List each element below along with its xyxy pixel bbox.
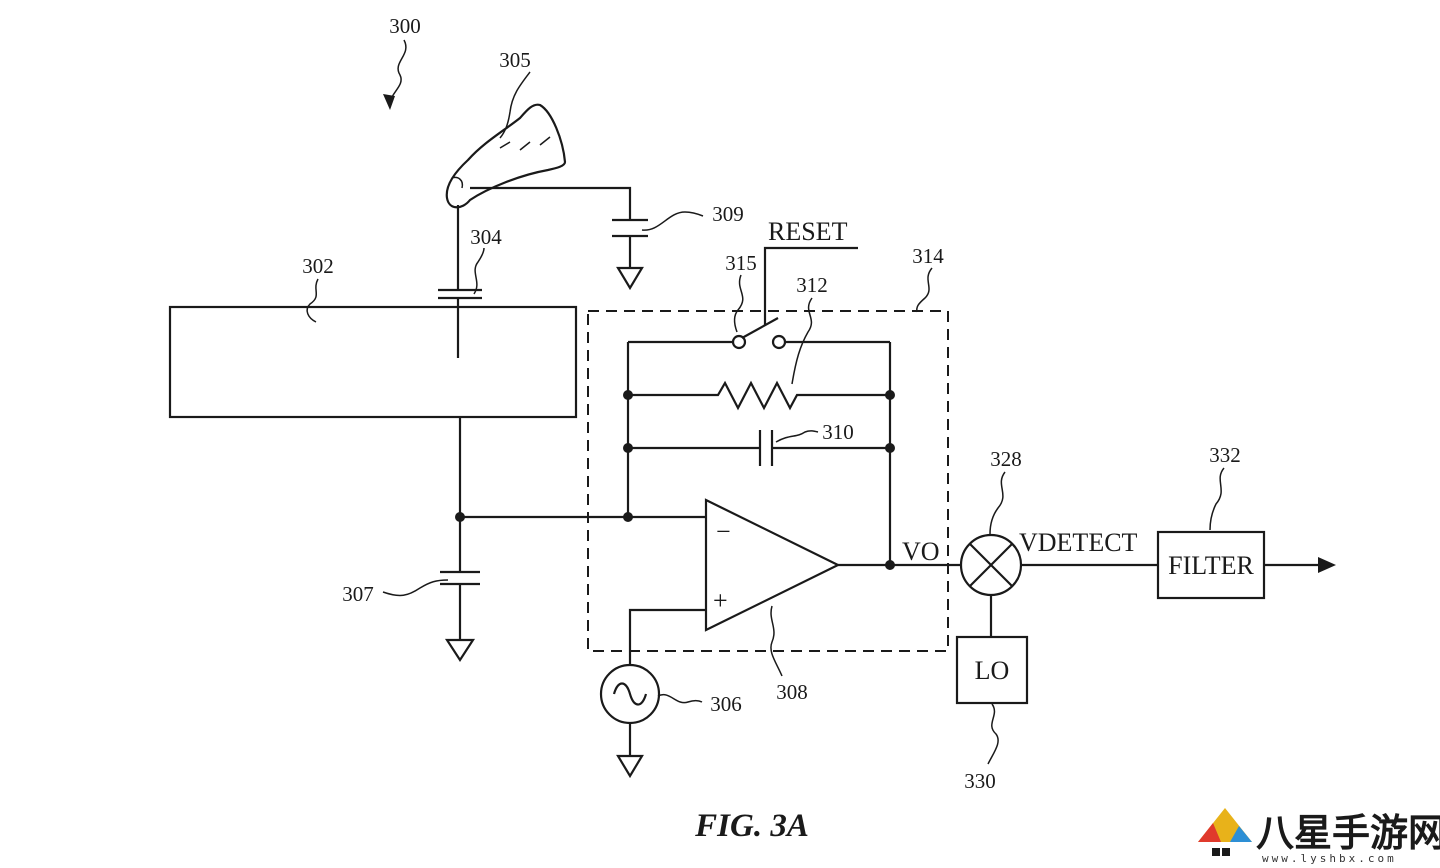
label-308: 308 [776, 680, 808, 704]
filter-block [1156, 530, 1266, 600]
leader-304 [473, 247, 485, 295]
leader-328 [989, 471, 1006, 535]
lo-block [955, 635, 1029, 705]
ground-306-icon [616, 754, 644, 779]
label-307: 307 [342, 582, 374, 606]
reset-signal-label: RESET [768, 217, 848, 246]
leader-315 [733, 274, 744, 333]
vdetect-signal-label: VDETECT [1019, 528, 1138, 557]
finger-ground-wire [470, 186, 632, 220]
leader-308 [770, 605, 783, 677]
vo-signal-label: VO [902, 537, 940, 566]
reset-control-line [763, 246, 858, 325]
opamp-symbol [704, 498, 841, 632]
filter-block-text: FILTER [1168, 551, 1254, 580]
leader-302 [306, 278, 319, 323]
label-306: 306 [710, 692, 742, 716]
system-arrowhead [383, 94, 395, 110]
opamp-plus: + [713, 586, 728, 615]
leader-305 [499, 71, 531, 139]
watermark-logo: 八星手游网 www.lyshbx.com [1198, 808, 1440, 865]
node-cap-left [623, 443, 633, 453]
ac-source-sine [612, 682, 648, 706]
reset-switch-blade [741, 317, 779, 339]
leader-310 [775, 430, 819, 443]
figure-caption: FIG. 3A [694, 808, 809, 844]
finger-icon [445, 103, 567, 209]
ground-307-icon [444, 638, 476, 663]
node-res-right [885, 390, 895, 400]
switch-contact-right [771, 334, 787, 350]
sense-block-boundary [587, 310, 949, 652]
ground-309-icon [616, 266, 644, 291]
label-302: 302 [302, 254, 334, 278]
node-fb-left [623, 512, 633, 522]
node-cap-right [885, 443, 895, 453]
mixer-cross-b [969, 543, 1013, 587]
leader-312 [791, 297, 813, 385]
label-305: 305 [499, 48, 531, 72]
label-309: 309 [712, 202, 744, 226]
opamp-plus-wire [628, 608, 706, 665]
label-304: 304 [470, 225, 502, 249]
leader-330 [987, 703, 999, 765]
label-330: 330 [964, 769, 996, 793]
output-arrowhead [1318, 557, 1336, 573]
sensor-panel-block [168, 305, 578, 419]
opamp-minus: − [716, 517, 731, 546]
label-314: 314 [912, 244, 944, 268]
node-output [885, 560, 895, 570]
switch-contact-left [731, 334, 747, 350]
label-315: 315 [725, 251, 757, 275]
label-332: 332 [1209, 443, 1241, 467]
lo-block-text: LO [975, 656, 1010, 685]
watermark-url: www.lyshbx.com [1262, 852, 1397, 865]
leader-309 [641, 211, 704, 231]
label-328: 328 [990, 447, 1022, 471]
label-310: 310 [822, 420, 854, 444]
watermark-text: 八星手游网 [1256, 811, 1440, 855]
label-300: 300 [389, 14, 421, 38]
leader-332 [1209, 467, 1225, 531]
node-res-left [623, 390, 633, 400]
leader-314 [916, 267, 933, 313]
leader-306 [657, 693, 703, 704]
label-312: 312 [796, 273, 828, 297]
feedback-resistor [628, 380, 890, 411]
leader-307 [382, 579, 449, 597]
system-arrow-leader [389, 39, 407, 103]
